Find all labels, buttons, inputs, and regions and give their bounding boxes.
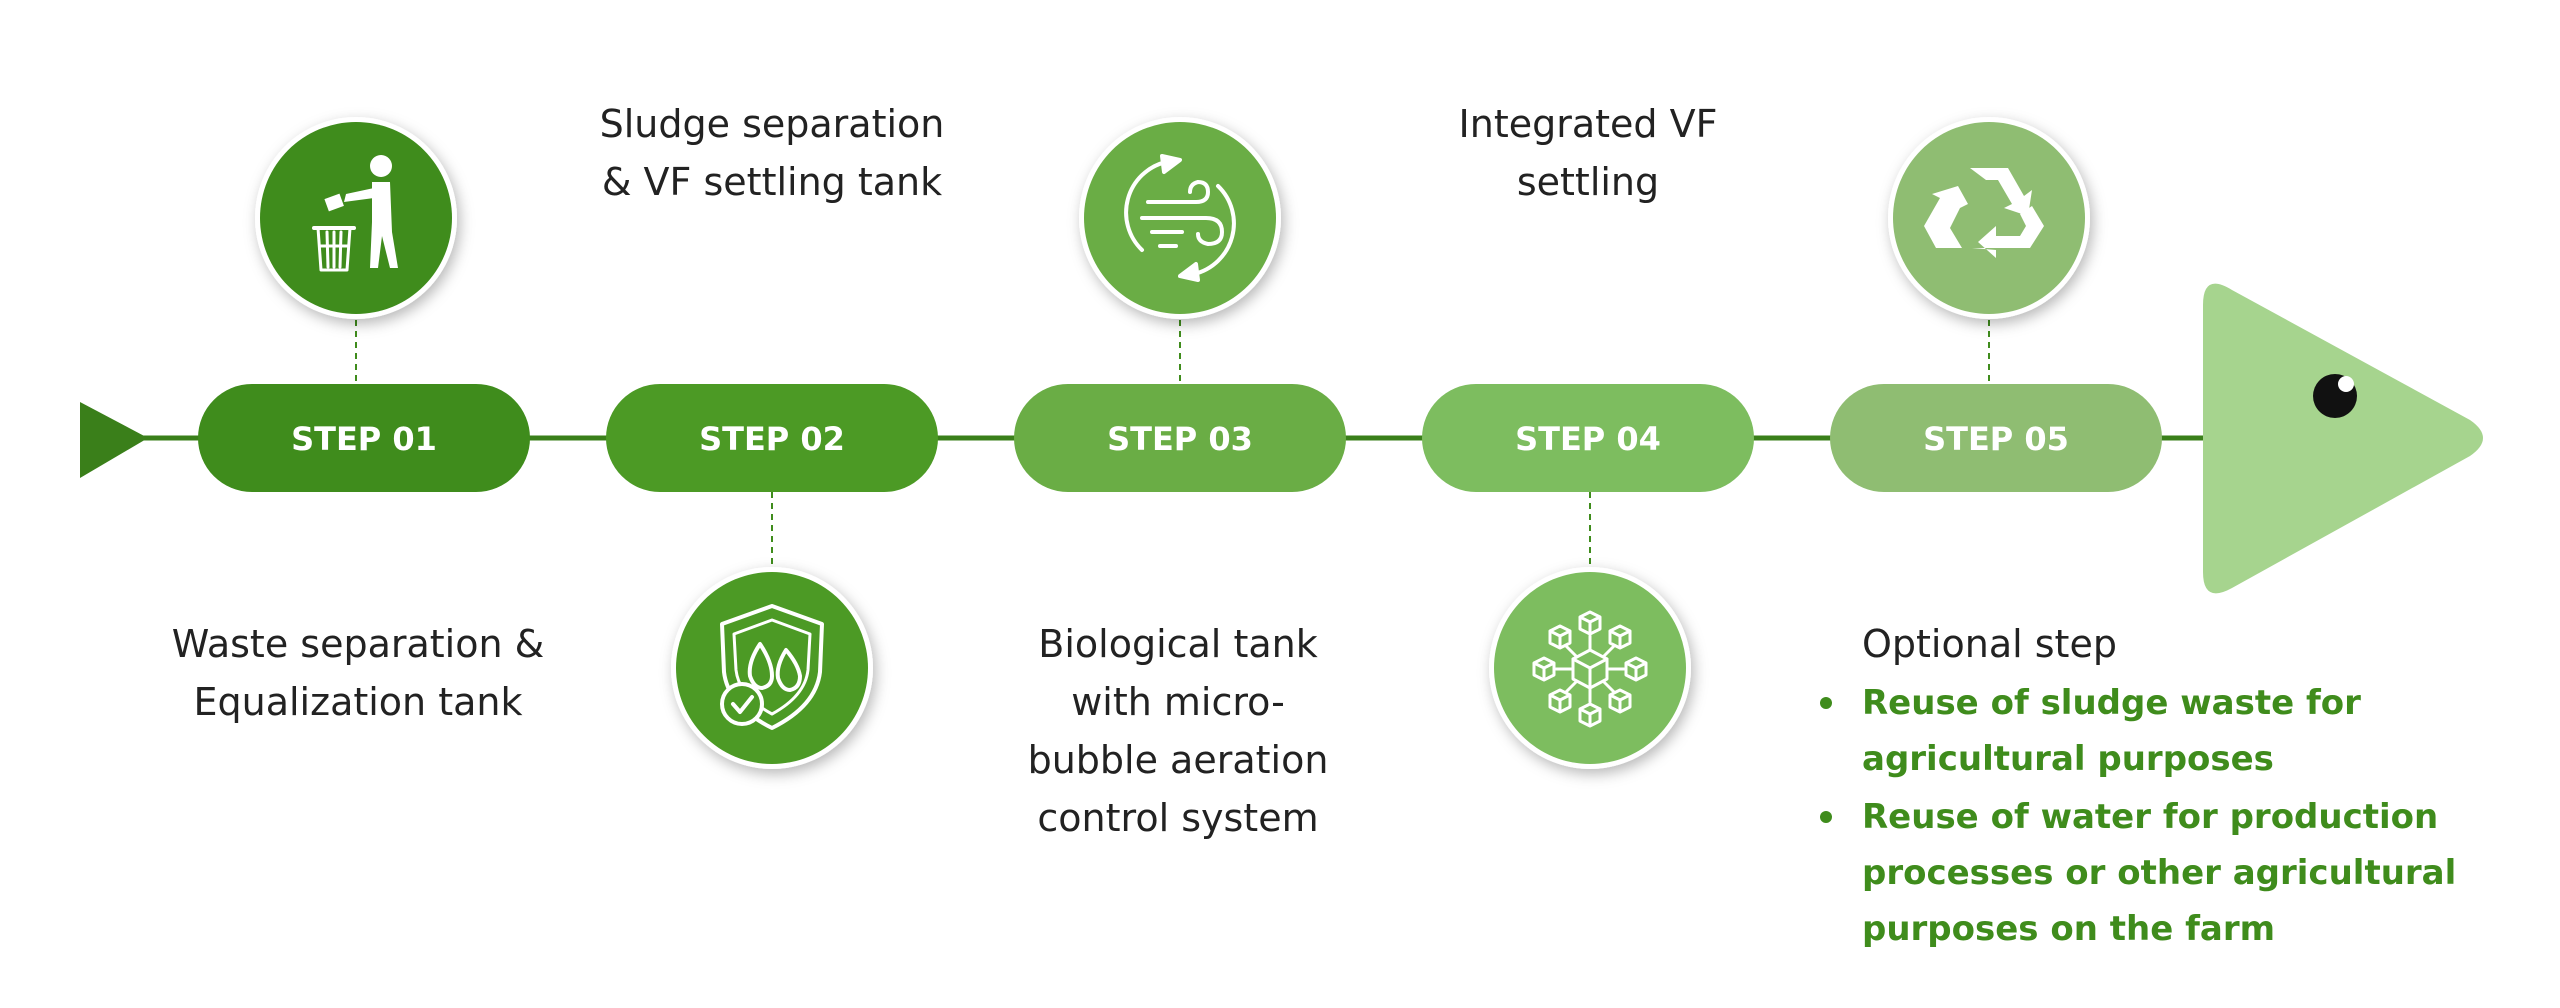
- air-flow-cycle-icon: [1124, 154, 1236, 282]
- step-03-description-line-4: control system: [1037, 796, 1319, 840]
- optional-step-list: Reuse of sludge waste for agricultural p…: [1820, 675, 2540, 957]
- connectors: [355, 320, 1990, 572]
- optional-item-2-line-3: purposes on the farm: [1862, 909, 2276, 949]
- step-03-description: Biological tank with micro- bubble aerat…: [968, 615, 1388, 847]
- step-03-icon-circle: [1079, 117, 1281, 319]
- step-02-icon-circle: [671, 567, 873, 769]
- step-pill-01-label: STEP 01: [291, 420, 437, 458]
- step-01-icon-circle: [255, 117, 457, 319]
- step-02-description-line-1: Sludge separation: [599, 102, 945, 146]
- bullet-icon: [1820, 697, 1832, 709]
- optional-item-2-line-2: processes or other agricultural: [1862, 853, 2457, 893]
- step-01-description: Waste separation & Equalization tank: [148, 615, 568, 731]
- step-pill-03-label: STEP 03: [1107, 420, 1253, 458]
- step-pill-05: STEP 05: [1830, 384, 2162, 492]
- eye-highlight: [2338, 376, 2354, 392]
- step-03-description-line-3: bubble aeration: [1027, 738, 1329, 782]
- optional-step-block: Optional step Reuse of sludge waste for …: [1820, 615, 2540, 957]
- cube-network-icon: [1532, 610, 1648, 728]
- step-02-description-line-2: & VF settling tank: [601, 160, 943, 204]
- step-01-description-line-1: Waste separation &: [171, 622, 545, 666]
- step-pill-04-label: STEP 04: [1515, 420, 1661, 458]
- bullet-icon: [1820, 811, 1832, 823]
- step-04-description-line-2: settling: [1516, 160, 1660, 204]
- optional-item-1-line-1: Reuse of sludge waste for: [1862, 683, 2361, 723]
- step-04-description: Integrated VF settling: [1378, 95, 1798, 211]
- step-05-icon-circle: [1888, 117, 2090, 319]
- step-pill-02-label: STEP 02: [699, 420, 845, 458]
- optional-step-item-1: Reuse of sludge waste for agricultural p…: [1820, 675, 2540, 787]
- step-pill-05-label: STEP 05: [1923, 420, 2069, 458]
- step-02-description: Sludge separation & VF settling tank: [562, 95, 982, 211]
- optional-step-item-2: Reuse of water for production processes …: [1820, 789, 2540, 957]
- step-pill-03: STEP 03: [1014, 384, 1346, 492]
- optional-step-title: Optional step: [1862, 622, 2117, 666]
- step-03-description-line-2: with micro-: [1071, 680, 1285, 724]
- step-pill-02: STEP 02: [606, 384, 938, 492]
- step-pill-04: STEP 04: [1422, 384, 1754, 492]
- step-04-description-line-1: Integrated VF: [1458, 102, 1718, 146]
- step-pill-01: STEP 01: [198, 384, 530, 492]
- step-04-icon-circle: [1489, 567, 1691, 769]
- recycle-icon: [1924, 168, 2044, 258]
- timeline-start-triangle: [80, 402, 148, 478]
- step-01-description-line-2: Equalization tank: [193, 680, 523, 724]
- water-shield-check-icon: [720, 604, 824, 730]
- timeline-arrow-head: [2203, 283, 2483, 594]
- optional-item-2-line-1: Reuse of water for production: [1862, 797, 2439, 837]
- step-03-description-line-1: Biological tank: [1038, 622, 1318, 666]
- optional-item-1-line-2: agricultural purposes: [1862, 739, 2274, 779]
- trash-disposal-icon: [312, 155, 398, 272]
